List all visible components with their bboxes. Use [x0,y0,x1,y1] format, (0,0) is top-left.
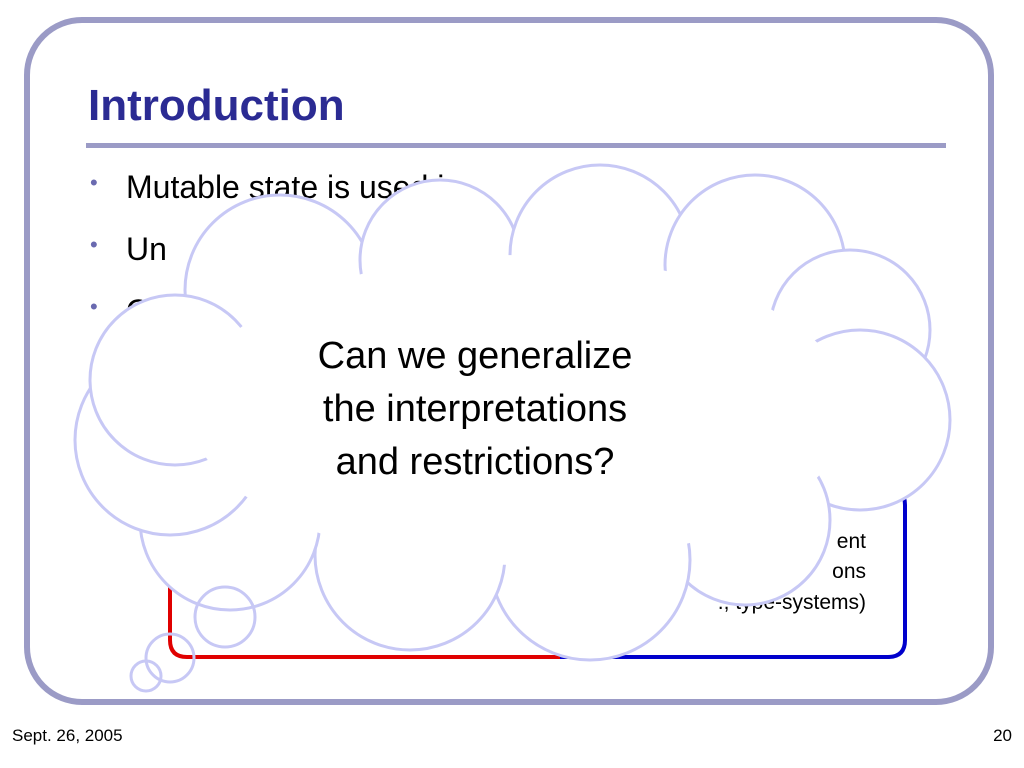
cloud-line: the interpretations [322,388,628,431]
title-underline [86,143,946,148]
cloud-fill [190,255,850,565]
bullet-icon: • [90,294,98,319]
page-number: 20 [993,726,1012,745]
thought-trail-circle [193,585,257,649]
right-box-line: ons [832,560,866,584]
cloud-text: Can we generalize the interpretations an… [270,330,680,490]
thought-trail-circle [144,632,196,684]
bullet-icon: • [90,232,98,257]
cloud-line: Can we generalize [317,335,633,377]
footer-date: Sept. 26, 2005 [12,726,123,745]
thought-trail-circle [129,659,163,693]
red-box [168,560,560,659]
right-box-line: ent [836,530,866,553]
bullet-item: • Un [86,230,444,292]
bullet-icon: • [90,170,98,195]
cloud-line: and restrictions? [335,441,615,484]
slide-title: Introduction [88,81,345,130]
bullet-text: Un [126,231,167,267]
